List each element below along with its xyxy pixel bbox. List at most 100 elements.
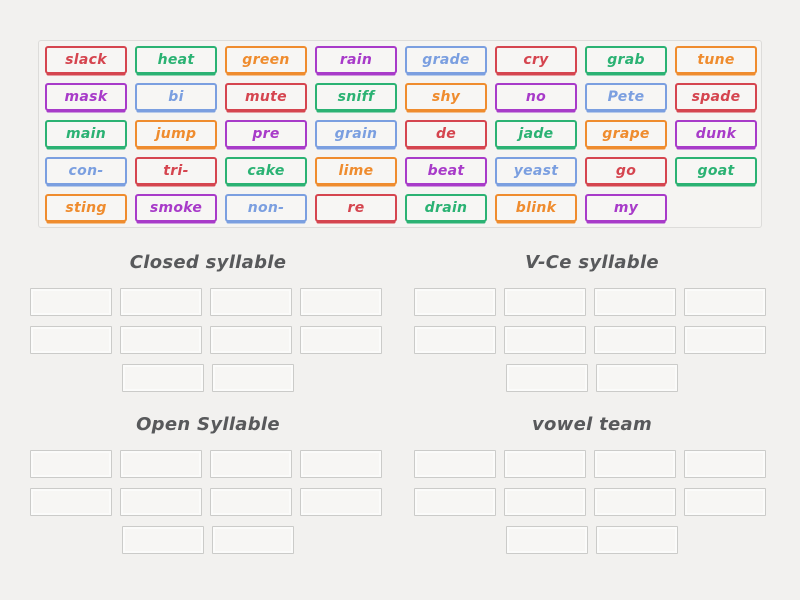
word-tile-shy[interactable]: shy — [405, 83, 487, 111]
word-tile-spade[interactable]: spade — [675, 83, 757, 111]
drop-slot[interactable] — [684, 488, 766, 516]
word-tile-mute[interactable]: mute — [225, 83, 307, 111]
word-tile-dunk[interactable]: dunk — [675, 120, 757, 148]
word-tile-cry[interactable]: cry — [495, 46, 577, 74]
drop-slot[interactable] — [300, 326, 382, 354]
word-tile-bi[interactable]: bi — [135, 83, 217, 111]
word-tile-grain[interactable]: grain — [315, 120, 397, 148]
drop-slot[interactable] — [30, 326, 112, 354]
slot-row — [30, 488, 386, 516]
group-vowel-team: vowel team — [414, 414, 770, 564]
word-tile-non[interactable]: non- — [225, 194, 307, 222]
drop-slot[interactable] — [504, 326, 586, 354]
drop-slot[interactable] — [30, 488, 112, 516]
drop-slot[interactable] — [506, 364, 588, 392]
drop-slot[interactable] — [596, 526, 678, 554]
drop-slot[interactable] — [596, 364, 678, 392]
slot-row — [414, 364, 770, 392]
group-v-ce-syllable: V-Ce syllable — [414, 252, 770, 402]
word-tile-grab[interactable]: grab — [585, 46, 667, 74]
drop-slot[interactable] — [414, 488, 496, 516]
drop-slot[interactable] — [30, 450, 112, 478]
drop-slot[interactable] — [414, 288, 496, 316]
group-closed-syllable: Closed syllable — [30, 252, 386, 402]
slot-row — [414, 450, 770, 478]
word-tile-no[interactable]: no — [495, 83, 577, 111]
word-tile-mask[interactable]: mask — [45, 83, 127, 111]
drop-slot[interactable] — [504, 288, 586, 316]
word-tile-pre[interactable]: pre — [225, 120, 307, 148]
word-tile-grape[interactable]: grape — [585, 120, 667, 148]
word-tile-Pete[interactable]: Pete — [585, 83, 667, 111]
drop-slot[interactable] — [506, 526, 588, 554]
drop-slot[interactable] — [212, 364, 294, 392]
word-tile-smoke[interactable]: smoke — [135, 194, 217, 222]
drop-slot[interactable] — [300, 488, 382, 516]
drop-slot[interactable] — [594, 326, 676, 354]
word-tile-drain[interactable]: drain — [405, 194, 487, 222]
drop-slot[interactable] — [684, 326, 766, 354]
slot-row — [30, 288, 386, 316]
drop-slot[interactable] — [594, 450, 676, 478]
word-tile-con[interactable]: con- — [45, 157, 127, 185]
word-tile-tri[interactable]: tri- — [135, 157, 217, 185]
word-tile-re[interactable]: re — [315, 194, 397, 222]
word-tile-blink[interactable]: blink — [495, 194, 577, 222]
group-open-syllable: Open Syllable — [30, 414, 386, 564]
slot-row — [414, 526, 770, 554]
drop-slot[interactable] — [684, 450, 766, 478]
word-tile-lime[interactable]: lime — [315, 157, 397, 185]
word-tile-jade[interactable]: jade — [495, 120, 577, 148]
word-tile-heat[interactable]: heat — [135, 46, 217, 74]
slot-row — [414, 326, 770, 354]
word-tile-de[interactable]: de — [405, 120, 487, 148]
drop-slot[interactable] — [210, 450, 292, 478]
drop-slot[interactable] — [122, 364, 204, 392]
word-tile-slack[interactable]: slack — [45, 46, 127, 74]
drop-slot[interactable] — [122, 526, 204, 554]
drop-slot[interactable] — [120, 288, 202, 316]
drop-slot[interactable] — [504, 450, 586, 478]
word-tile-sniff[interactable]: sniff — [315, 83, 397, 111]
drop-slot[interactable] — [210, 288, 292, 316]
drop-slot[interactable] — [30, 288, 112, 316]
drop-slot[interactable] — [120, 450, 202, 478]
word-tile-go[interactable]: go — [585, 157, 667, 185]
word-tile-green[interactable]: green — [225, 46, 307, 74]
word-tile-sting[interactable]: sting — [45, 194, 127, 222]
drop-slot[interactable] — [594, 288, 676, 316]
drop-slot[interactable] — [414, 326, 496, 354]
word-tile-rain[interactable]: rain — [315, 46, 397, 74]
word-tile-grade[interactable]: grade — [405, 46, 487, 74]
drop-slot[interactable] — [210, 326, 292, 354]
drop-slot[interactable] — [504, 488, 586, 516]
drop-slot[interactable] — [120, 326, 202, 354]
drop-slot[interactable] — [210, 488, 292, 516]
word-tile-yeast[interactable]: yeast — [495, 157, 577, 185]
word-tile-beat[interactable]: beat — [405, 157, 487, 185]
group-title-vowel-team: vowel team — [531, 414, 653, 435]
drop-slot[interactable] — [684, 288, 766, 316]
drop-slot[interactable] — [300, 450, 382, 478]
word-tile-tune[interactable]: tune — [675, 46, 757, 74]
drop-slot[interactable] — [414, 450, 496, 478]
slot-row — [414, 288, 770, 316]
drop-slot[interactable] — [594, 488, 676, 516]
slot-row — [30, 326, 386, 354]
word-tile-main[interactable]: main — [45, 120, 127, 148]
group-title-open-syllable: Open Syllable — [136, 414, 280, 435]
word-tile-goat[interactable]: goat — [675, 157, 757, 185]
word-tile-my[interactable]: my — [585, 194, 667, 222]
word-tile-cake[interactable]: cake — [225, 157, 307, 185]
drop-slot[interactable] — [120, 488, 202, 516]
word-tile-jump[interactable]: jump — [135, 120, 217, 148]
drop-slot[interactable] — [300, 288, 382, 316]
drop-slot[interactable] — [212, 526, 294, 554]
